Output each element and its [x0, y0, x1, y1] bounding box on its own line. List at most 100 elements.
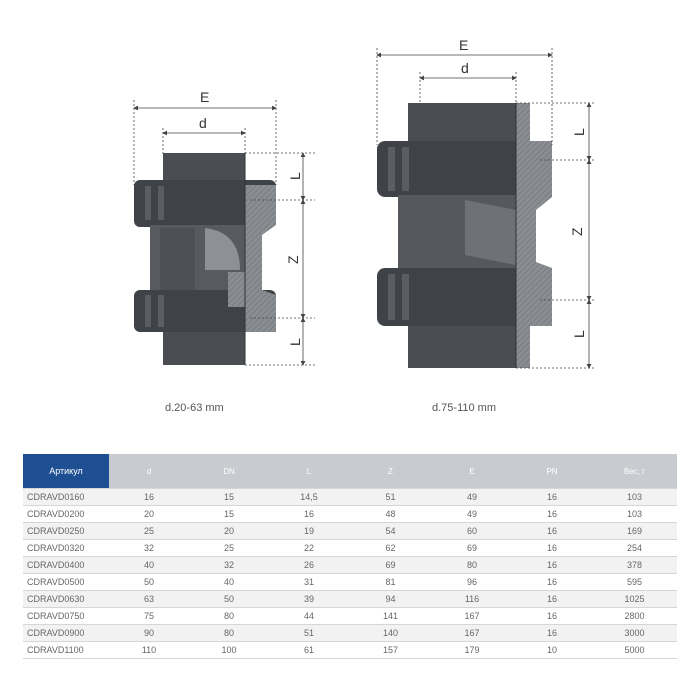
table-cell: 25 [109, 522, 189, 540]
valve-large-dimensions [376, 48, 595, 369]
table-cell: 100 [189, 641, 269, 659]
table-cell: 15 [189, 505, 269, 523]
table-cell: 96 [432, 573, 512, 591]
valve-small-label-E: E [200, 89, 209, 105]
table-cell: 16 [109, 488, 189, 506]
table-cell: 50 [189, 590, 269, 608]
table-cell: 51 [349, 488, 432, 506]
table-header-cell: E [432, 454, 512, 489]
table-cell: 141 [349, 607, 432, 625]
table-cell: 16 [512, 624, 592, 642]
table-cell: 254 [592, 539, 677, 557]
valve-small-label-d: d [199, 115, 207, 131]
table-cell: 14,5 [269, 488, 349, 506]
valve-small-top-socket [163, 153, 245, 185]
table-cell: 2800 [592, 607, 677, 625]
table-header-row: Артикул d DN L Z E PN Вес, г [23, 454, 677, 489]
table-cell: 81 [349, 573, 432, 591]
table-cell: 167 [432, 607, 512, 625]
table-header-cell: DN [189, 454, 269, 489]
table-cell: 49 [432, 488, 512, 506]
table-cell: 90 [109, 624, 189, 642]
valve-large-label-Z: Z [569, 227, 585, 236]
valve-large-label-L-top: L [571, 128, 587, 136]
table-cell: 31 [269, 573, 349, 591]
table-cell: 167 [432, 624, 512, 642]
table-cell: 25 [189, 539, 269, 557]
table-cell: 16 [269, 505, 349, 523]
table-cell: 16 [512, 556, 592, 574]
valve-small-label-L-top: L [287, 172, 303, 180]
valve-small-bottom-socket [163, 330, 245, 365]
valve-small-top-nut [134, 180, 276, 227]
valve-small-drawing [134, 153, 276, 365]
valve-large-section [516, 103, 552, 368]
table-header-cell: L [269, 454, 349, 489]
table-cell: 49 [432, 505, 512, 523]
valve-small-caption: d.20-63 mm [165, 402, 224, 414]
table-cell: 103 [592, 505, 677, 523]
table-cell: 26 [269, 556, 349, 574]
table-cell: 22 [269, 539, 349, 557]
table-cell: 75 [109, 607, 189, 625]
table-cell: 378 [592, 556, 677, 574]
valve-large-label-L-bottom: L [571, 330, 587, 338]
table-cell: 116 [432, 590, 512, 608]
valve-large-top-nut [377, 141, 552, 197]
technical-drawing: E d L Z L [133, 37, 595, 369]
table-cell: 60 [432, 522, 512, 540]
valve-large-caption: d.75-110 mm [432, 402, 496, 414]
table-cell: 20 [109, 505, 189, 523]
table-cell: 595 [592, 573, 677, 591]
table-cell: 110 [109, 641, 189, 659]
valve-small-label-Z: Z [285, 255, 301, 264]
table-cell: 40 [109, 556, 189, 574]
table-header-cell: Вес, г [592, 454, 677, 489]
table-cell: 16 [512, 539, 592, 557]
table-cell: 16 [512, 607, 592, 625]
table-header-cell: PN [512, 454, 592, 489]
table-cell: 80 [189, 607, 269, 625]
valve-small-dimensions [133, 100, 315, 366]
table-cell: 62 [349, 539, 432, 557]
valve-large-top-socket [408, 103, 516, 145]
article-cell: CDRAVD0900 [23, 624, 109, 642]
table-cell: 3000 [592, 624, 677, 642]
table-cell: 16 [512, 488, 592, 506]
table-cell: 50 [109, 573, 189, 591]
table-cell: 32 [109, 539, 189, 557]
valve-large-label-d: d [461, 60, 469, 76]
table-header-cell: Артикул [23, 454, 109, 489]
table-cell: 54 [349, 522, 432, 540]
article-cell: CDRAVD0160 [23, 488, 109, 506]
table-cell: 103 [592, 488, 677, 506]
valve-large-label-E: E [459, 37, 468, 53]
table-cell: 61 [269, 641, 349, 659]
table-cell: 20 [189, 522, 269, 540]
table-cell: 94 [349, 590, 432, 608]
table-cell: 69 [432, 539, 512, 557]
table-cell: 19 [269, 522, 349, 540]
table-cell: 15 [189, 488, 269, 506]
table-cell: 80 [432, 556, 512, 574]
table-header-cell: d [109, 454, 189, 489]
table-cell: 169 [592, 522, 677, 540]
table-cell: 44 [269, 607, 349, 625]
article-cell: CDRAVD0750 [23, 607, 109, 625]
table-cell: 16 [512, 573, 592, 591]
valve-large-bottom-nut [377, 268, 552, 326]
table-cell: 1025 [592, 590, 677, 608]
article-cell: CDRAVD0320 [23, 539, 109, 557]
table-cell: 179 [432, 641, 512, 659]
article-cell: CDRAVD0400 [23, 556, 109, 574]
table-header-cell: Z [349, 454, 432, 489]
